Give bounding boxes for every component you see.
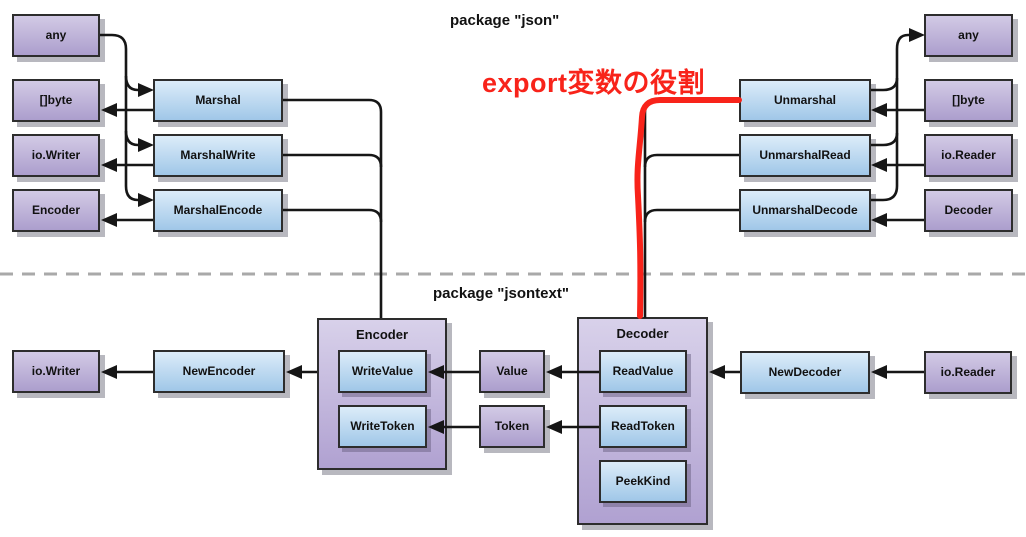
node-any-left: any [12,14,100,57]
container-decoder-label: Decoder [616,326,669,341]
node-marshalencode: MarshalEncode [153,189,283,232]
package-json-title: package "json" [450,12,560,29]
node-decoder-type: Decoder [924,189,1013,232]
red-highlight-line [634,97,742,319]
node-ioreader-bottom: io.Reader [924,351,1012,394]
node-byteslice-left: []byte [12,79,100,122]
node-writetoken: WriteToken [338,405,427,448]
container-encoder-label: Encoder [355,327,408,342]
node-iowriter-bottom: io.Writer [12,350,100,393]
node-readvalue: ReadValue [599,350,687,393]
node-writevalue: WriteValue [338,350,427,393]
export-annotation: export変数の役割 [482,68,706,98]
package-jsontext-title: package "jsontext" [433,285,569,302]
node-encoder-type: Encoder [12,189,100,232]
node-any-right: any [924,14,1013,57]
node-unmarshal: Unmarshal [739,79,871,122]
node-marshal: Marshal [153,79,283,122]
node-iowriter-top: io.Writer [12,134,100,177]
node-byteslice-right: []byte [924,79,1013,122]
node-value: Value [479,350,545,393]
node-marshalwrite: MarshalWrite [153,134,283,177]
node-token: Token [479,405,545,448]
node-ioreader-top: io.Reader [924,134,1013,177]
node-readtoken: ReadToken [599,405,687,448]
node-unmarshaldecode: UnmarshalDecode [739,189,871,232]
node-peekkind: PeekKind [599,460,687,503]
node-newdecoder: NewDecoder [740,351,870,394]
node-unmarshalread: UnmarshalRead [739,134,871,177]
node-newencoder: NewEncoder [153,350,285,393]
